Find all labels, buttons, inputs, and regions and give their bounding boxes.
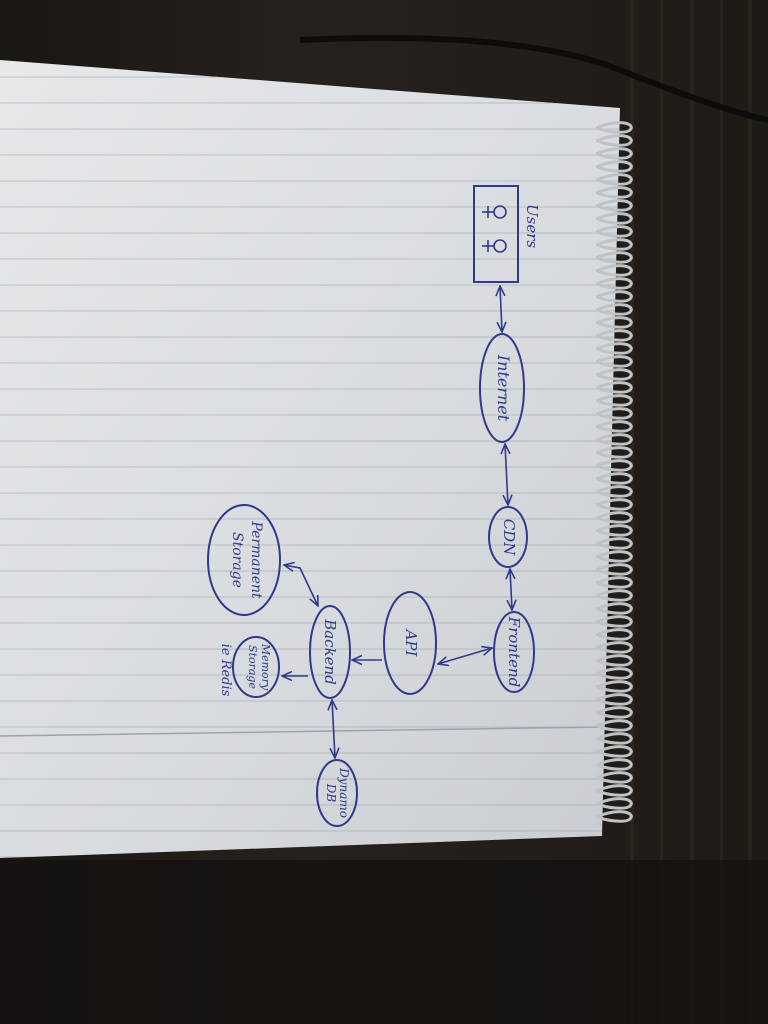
internet-label: Internet — [494, 354, 513, 422]
margin-line — [0, 726, 603, 737]
desk-stripes — [630, 0, 752, 1024]
spiral-coil — [595, 264, 633, 277]
spiral-coil — [595, 121, 633, 134]
cable — [299, 35, 768, 123]
spiral-coil — [595, 576, 633, 589]
spiral-coil — [595, 134, 633, 147]
api-node: API — [383, 591, 437, 695]
connectors — [282, 286, 512, 758]
backend-dynamodb-arrow — [332, 700, 335, 758]
spiral-coil — [595, 186, 633, 199]
spiral-coil — [595, 602, 633, 615]
spiral-coil — [595, 732, 633, 745]
spiral-coil — [595, 277, 633, 290]
cdn-frontend-arrow — [510, 569, 512, 610]
user-figure-icon — [482, 205, 507, 253]
internet-node: Internet — [479, 333, 525, 443]
memory-storage-note: ie Redis — [218, 644, 233, 697]
spiral-coil — [595, 589, 633, 602]
spiral-coil — [595, 680, 633, 693]
spiral-coil — [595, 550, 633, 563]
internet-cdn-arrow — [505, 444, 508, 505]
spiral-coil — [595, 446, 633, 459]
spiral-coil — [595, 407, 633, 420]
memory-storage-line2: Storage — [246, 645, 259, 689]
spiral-coil — [595, 771, 633, 784]
spiral-coil — [595, 355, 633, 368]
spiral-coil — [595, 329, 633, 342]
spiral-coil — [595, 420, 633, 433]
spiral-coil — [595, 459, 633, 472]
memory-storage-line1: Memory — [259, 643, 272, 691]
spiral-coil — [595, 667, 633, 680]
spiral-coil — [595, 199, 633, 212]
spiral-coil — [595, 745, 633, 758]
frontend-label: Frontend — [505, 616, 523, 687]
spiral-coil — [595, 485, 633, 498]
spiral-coil — [595, 784, 633, 797]
frontend-node: Frontend — [493, 611, 535, 693]
spiral-coil — [595, 719, 633, 732]
spiral-coil — [595, 693, 633, 706]
permanent-storage-line1: Permanent — [248, 520, 264, 599]
spiral-coil — [595, 706, 633, 719]
spiral-coil — [595, 394, 633, 407]
users-internet-arrow — [500, 286, 502, 332]
cdn-node: CDN — [488, 506, 528, 568]
spiral-coil — [595, 654, 633, 667]
spiral-coil — [595, 433, 633, 446]
spiral-binding — [595, 121, 633, 823]
dynamodb-label-line1: Dynamo — [337, 767, 351, 818]
spiral-coil — [595, 628, 633, 641]
api-label: API — [402, 628, 420, 658]
notebook-page — [0, 60, 620, 858]
spiral-coil — [595, 498, 633, 511]
backend-label: Backend — [321, 618, 339, 685]
spiral-coil — [595, 641, 633, 654]
dynamodb-label-line2: DB — [324, 783, 338, 803]
spiral-coil — [595, 472, 633, 485]
spiral-coil — [595, 173, 633, 186]
permanent-storage-line2: Storage — [229, 532, 245, 588]
spiral-coil — [595, 758, 633, 771]
frontend-api-arrow — [438, 648, 492, 664]
spiral-coil — [595, 147, 633, 160]
memory-storage-node: Memory Storage ie Redis — [218, 636, 280, 698]
spiral-coil — [595, 303, 633, 316]
spiral-coil — [595, 290, 633, 303]
spiral-coil — [595, 511, 633, 524]
cdn-label: CDN — [500, 519, 518, 557]
spiral-coil — [595, 381, 633, 394]
users-node: Users — [473, 185, 541, 283]
spiral-coil — [595, 316, 633, 329]
bottom-shadow — [0, 860, 768, 1024]
spiral-coil — [595, 810, 633, 823]
spiral-coil — [595, 212, 633, 225]
spiral-coil — [595, 225, 633, 238]
spiral-coil — [595, 563, 633, 576]
spiral-coil — [595, 615, 633, 628]
permanent-storage-node: Permanent Storage — [207, 504, 281, 616]
spiral-coil — [595, 342, 633, 355]
backend-permanent-arrow — [284, 565, 318, 606]
spiral-coil — [595, 368, 633, 381]
spiral-coil — [595, 797, 633, 810]
spiral-coil — [595, 160, 633, 173]
spiral-coil — [595, 251, 633, 264]
dynamodb-node: Dynamo DB — [316, 759, 358, 827]
backend-node: Backend — [309, 605, 351, 699]
spiral-coil — [595, 537, 633, 550]
users-label: Users — [523, 204, 541, 248]
spiral-coil — [595, 524, 633, 537]
spiral-coil — [595, 238, 633, 251]
